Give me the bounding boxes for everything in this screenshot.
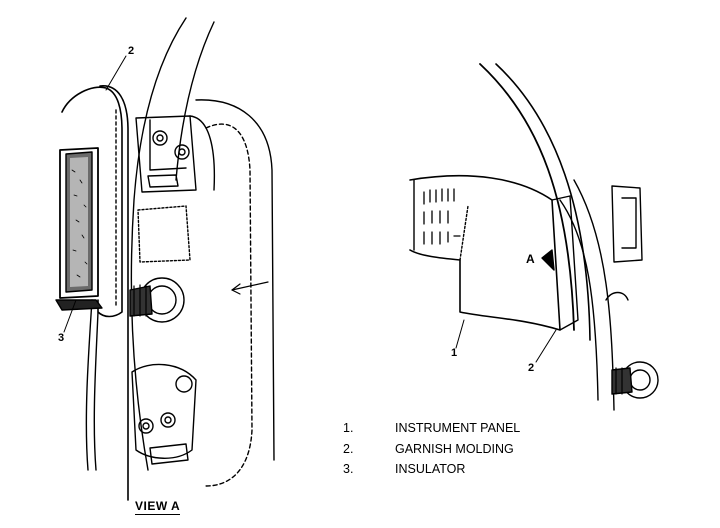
legend-item-instrument-panel: 1. INSTRUMENT PANEL [343,418,520,439]
view-a-detail [55,17,275,501]
legend: 1. INSTRUMENT PANEL 2. GARNISH MOLDING 3… [343,418,520,480]
legend-item-garnish-molding: 2. GARNISH MOLDING [343,439,520,460]
view-a-letter: A [526,252,535,266]
insulator-channel [59,147,99,299]
callout-2-right: 2 [528,362,535,374]
legend-label: INSULATOR [395,462,466,476]
callout-1-right: 1 [451,347,458,359]
legend-number: 3. [343,462,354,476]
legend-number: 2. [343,441,354,456]
callout-2-left: 2 [128,45,135,57]
legend-item-insulator: 3. INSULATOR [343,459,520,480]
callout-3-left: 3 [58,332,65,344]
view-a-caption: VIEW A [135,499,181,515]
legend-label: GARNISH MOLDING [395,441,514,456]
legend-label: INSTRUMENT PANEL [395,421,521,435]
instrument-panel [409,174,561,331]
garnish-molding [61,86,123,318]
instrument-panel-detail [409,63,659,411]
legend-number: 1. [343,421,354,435]
